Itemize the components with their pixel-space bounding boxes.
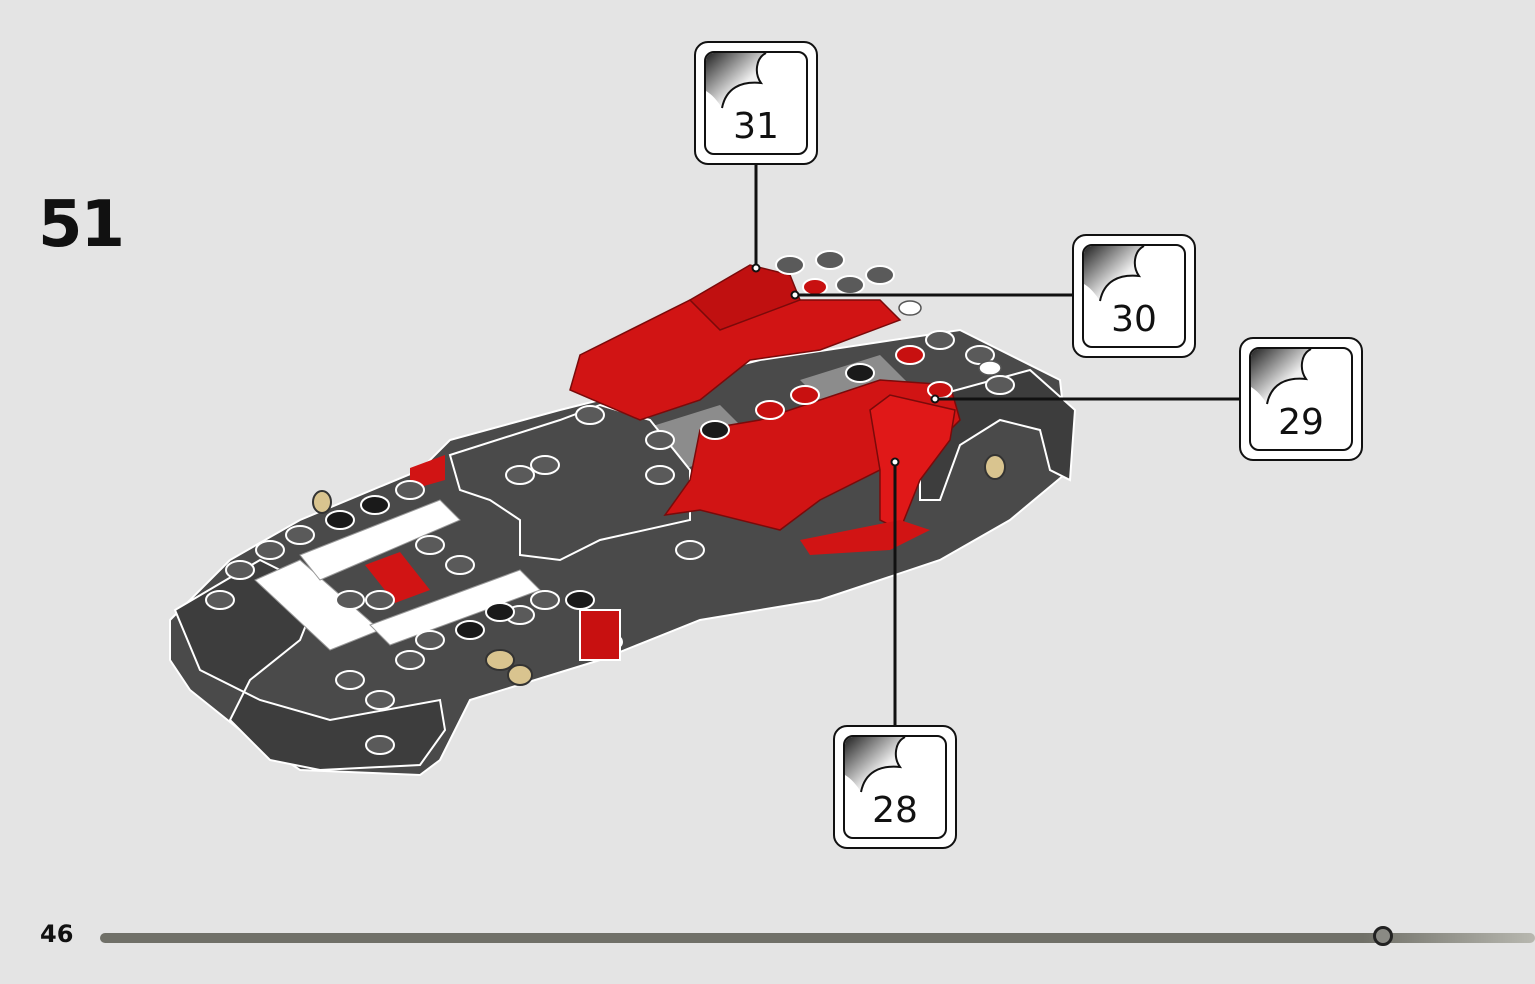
tan-pins [312, 454, 1006, 686]
sticker-number: 28 [872, 790, 918, 831]
sticker-number: 31 [733, 106, 779, 147]
step-number: 51 [38, 188, 125, 262]
sticker-peel-icon [1251, 349, 1312, 405]
callout-anchor-dots [751, 263, 940, 467]
sticker-peel-icon [1084, 246, 1145, 302]
red-block [579, 609, 621, 661]
sticker-number: 30 [1111, 299, 1157, 340]
cockpit-block [448, 403, 691, 562]
sticker-callout-28: 28 [833, 725, 957, 849]
studs-dark-gray [205, 250, 1015, 755]
sticker-callout-29: 29 [1239, 337, 1363, 461]
red-side-accent [800, 520, 930, 555]
white-plate-2 [299, 499, 461, 581]
sticker-callout-30: 30 [1072, 234, 1196, 358]
red-panel-front [869, 394, 956, 532]
studs-white [898, 300, 1002, 376]
gray-plate-2 [800, 355, 910, 410]
red-strip-left [410, 455, 445, 490]
progress-track[interactable] [100, 933, 1535, 943]
page-number: 46 [40, 920, 74, 948]
sticker-peel-icon [706, 53, 767, 109]
studs-black [325, 363, 875, 640]
studs-red [597, 278, 953, 651]
sticker-callout-31: 31 [694, 41, 818, 165]
rear-fender [919, 368, 1077, 501]
white-plate-3 [369, 569, 541, 646]
red-plate-small [365, 552, 430, 603]
callout-leader-lines [754, 165, 1240, 726]
sticker-peel-icon [845, 737, 906, 793]
progress-knob[interactable] [1372, 926, 1393, 946]
red-panel-left [569, 299, 902, 421]
red-panel-top [688, 264, 801, 331]
sticker-number: 29 [1278, 402, 1324, 443]
